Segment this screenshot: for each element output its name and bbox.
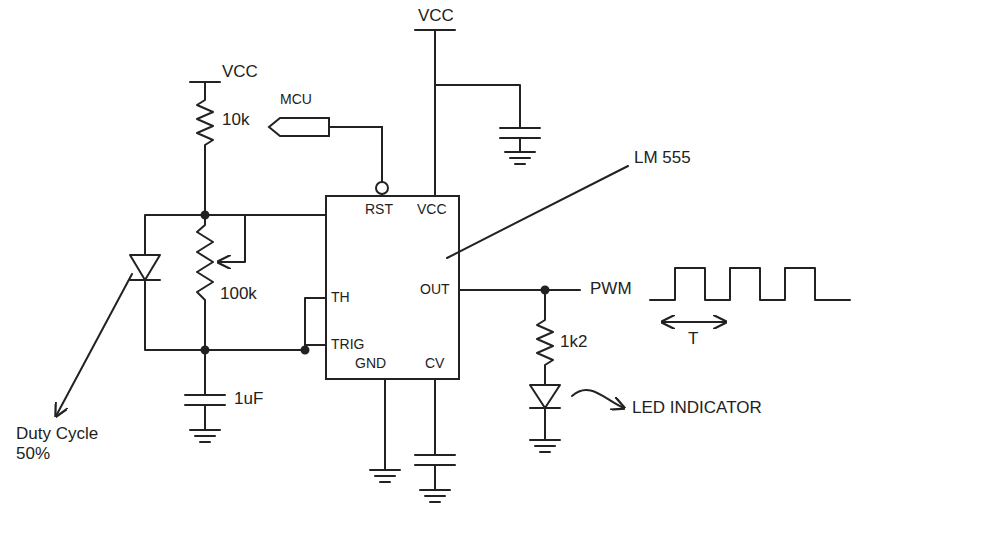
leader-line — [447, 166, 628, 258]
ic-body — [326, 196, 459, 379]
potentiometer-symbol — [197, 215, 245, 350]
note-label: Duty Cycle 50% — [16, 424, 112, 463]
node-label: MCU — [280, 91, 312, 108]
pin-label: GND — [355, 355, 386, 372]
diode-symbol — [130, 215, 205, 350]
supply-label: VCC — [418, 6, 454, 26]
ground-symbol — [420, 490, 450, 502]
resistor-value: 1k2 — [560, 332, 587, 352]
ground-symbol — [505, 152, 535, 164]
pin-label: VCC — [417, 201, 447, 218]
resistor-value: 10k — [222, 110, 249, 130]
mcu-connector: MCU — [268, 117, 330, 137]
wire — [460, 289, 580, 291]
timer-ic: RST VCC TH OUT TRIG GND CV — [325, 195, 460, 380]
capacitor-symbol — [185, 350, 225, 430]
pwm-waveform — [650, 268, 850, 300]
ground-symbol — [370, 470, 400, 482]
pin-label: CV — [425, 355, 444, 372]
capacitor-symbol — [415, 380, 455, 490]
ground-symbol — [530, 440, 560, 452]
leader-line — [572, 390, 624, 408]
note-label: LED INDICATOR — [632, 398, 762, 418]
leader-line — [56, 274, 132, 416]
capacitor-symbol — [500, 128, 540, 152]
resistor-symbol — [537, 290, 553, 385]
signal-name: PWM — [590, 279, 632, 299]
ground-symbol — [190, 430, 220, 442]
wire — [330, 127, 382, 195]
pin-label: OUT — [420, 281, 450, 298]
led-symbol — [530, 385, 560, 440]
vcc-rail — [415, 30, 520, 195]
capacitor-value: 1uF — [234, 389, 263, 409]
period-arrow — [662, 321, 726, 323]
pin-label: TH — [331, 289, 350, 306]
pin-label: TRIG — [331, 336, 364, 353]
junction-dot — [302, 347, 309, 354]
wire — [384, 380, 386, 470]
part-name: LM 555 — [634, 148, 691, 168]
connector-shape — [269, 118, 329, 136]
wire — [205, 298, 325, 350]
pin-label: RST — [365, 201, 393, 218]
period-label: T — [688, 329, 698, 349]
supply-label: VCC — [222, 62, 258, 82]
inversion-bubble — [376, 182, 388, 194]
resistor-symbol — [190, 82, 220, 215]
potentiometer-value: 100k — [220, 284, 257, 304]
connector-outline — [268, 117, 330, 137]
